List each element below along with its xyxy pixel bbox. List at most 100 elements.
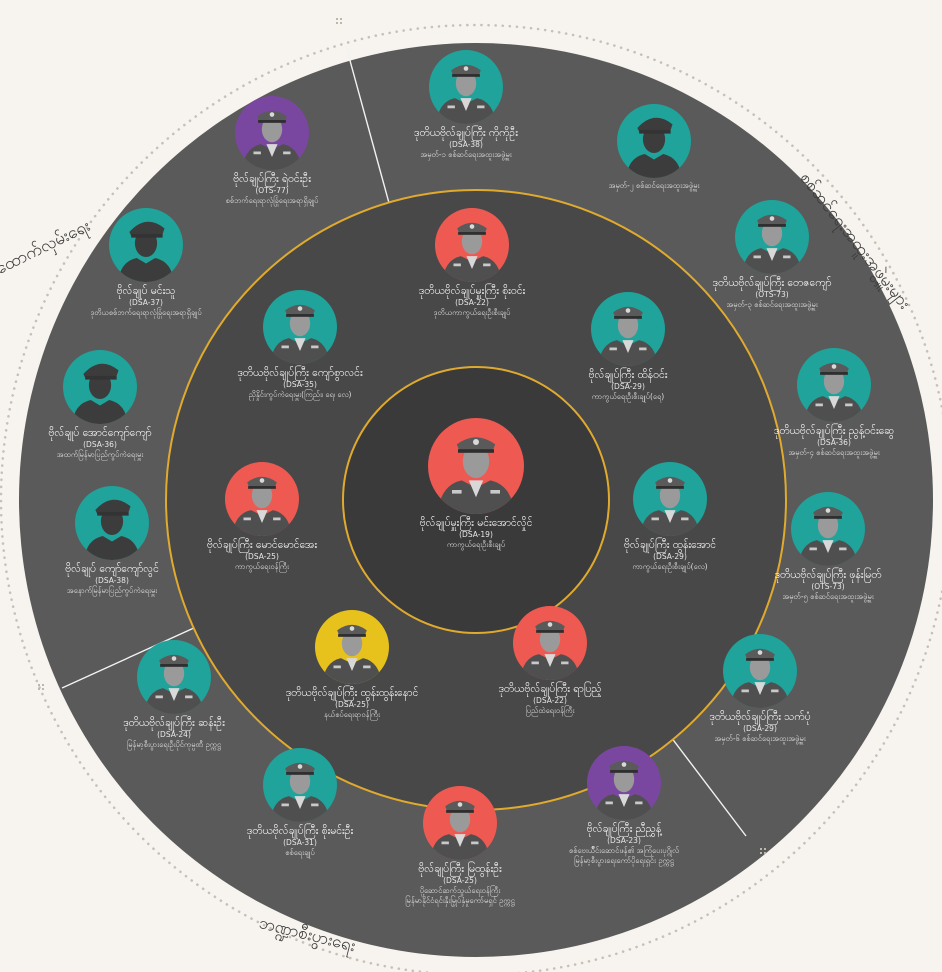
portrait-photo (791, 492, 865, 566)
officer-card: ဗိုလ်ချုပ်ကြီး ညီညွှန့်(DSA-23)စစ်ဗေးယ်ိ… (524, 746, 724, 866)
officer-card: ဒုတိယဗိုလ်ချုပ်မှူးကြီး စိုးဝင်း(DSA-22)… (372, 208, 572, 318)
officer-card: အမှတ်-၂ စစ်ဆင်ရေးအထူးအဖွဲ့မှူး (554, 104, 754, 191)
officer-name: ဗိုလ်ချုပ် အောင်ကျော်ကျော် (48, 427, 152, 439)
officer-batch: (DSA-23) (607, 836, 641, 845)
officer-role: ကာကွယ်ရေးဦးစီးချုပ် (446, 540, 506, 549)
officer-card: ဒုတိယဗိုလ်ချုပ်ကြီး ဖုန်းမြတ်(OTS-73)အမှ… (728, 492, 928, 602)
officer-name: ဒုတိယဗိုလ်ချုပ်မှူးကြီး စိုးဝင်း (418, 285, 526, 297)
officer-role: ဒုတိယစစ်ဘက်ရေးရာလုံခြုံရေးအရာရှိချုပ် (90, 308, 202, 317)
officer-role: စစ်ဗေးယ်ိဳင်းဆောင်ဖန်၏ အကြံပေးပုဂ္ဂိုလ် (569, 846, 679, 855)
officer-card: ဗိုလ်ချုပ်ကြီး ထိန်ဝင်း(DSA-29)ကာကွယ်ရေး… (528, 292, 728, 402)
divider-top (345, 45, 390, 204)
officer-name: ဒုတိယဗိုလ်ချုပ်ကြီး ကိုကိုဦး (414, 127, 518, 139)
officer-card: ဗိုလ်ချုပ်ကြီး ရဲဝင်းဦး(OTS-77)စစ်ဘက်ရေး… (172, 96, 372, 206)
officer-card: ဗိုလ်ချုပ်ကြီး ထွန်းအောင်(DSA-29)ကာကွယ်ရ… (570, 462, 770, 572)
officer-card: ဒုတိယဗိုလ်ချုပ်ကြီး စိုးမင်းဦး(DSA-31)စစ… (200, 748, 400, 858)
officer-name: ဒုတိယဗိုလ်ချုပ်ကြီး ဖုန်းမြတ် (774, 569, 882, 581)
portrait-photo (235, 96, 309, 170)
officer-card: ဗိုလ်ချုပ်ကြီး မောင်မောင်အေး(DSA-25)ကာကွ… (162, 462, 362, 572)
portrait-photo (735, 200, 809, 274)
portrait-photo (591, 292, 665, 366)
officer-batch: (DSA-19) (459, 530, 493, 539)
officer-role: ပို့ဆောင်ဆက်သွယ်ရေးဝန်ကြီး (419, 886, 501, 895)
portrait-photo (429, 50, 503, 124)
officer-name: ဗိုလ်ချုပ်ကြီး ညီညွှန့် (586, 823, 662, 835)
officer-card: ဗိုလ်ချုပ် မင်းသူ(DSA-37)ဒုတိယစစ်ဘက်ရေးရ… (46, 208, 246, 318)
officer-batch: (DSA-29) (653, 552, 687, 561)
portrait-photo (797, 348, 871, 422)
officer-card: ဒုတိယဗိုလ်ချုပ်ကြီး ညွန့်ဝင်းဆွေ(DSA-36)… (734, 348, 934, 458)
officer-card: ဗိုလ်ချုပ်ကြီး မြထွန်းဦး(DSA-25)ပို့ဆောင… (360, 786, 560, 906)
officer-role: ကာကွယ်ရေးဝန်ကြီး (235, 562, 289, 571)
portrait-photo (513, 606, 587, 680)
silhouette-icon (109, 208, 183, 282)
divider-bottom-left (61, 621, 208, 689)
officer-name: ဒုတိယဗိုလ်ချုပ်ကြီး ဆန်းဦး (123, 717, 225, 729)
portrait-photo (633, 462, 707, 536)
portrait-photo (263, 748, 337, 822)
officer-card: ဒုတိယဗိုလ်ချုပ်ကြီး ရာပြည့်(DSA-22)ပြည်ထ… (450, 606, 650, 716)
officer-name: ဗိုလ်ချုပ်ကြီး မောင်မောင်အေး (206, 539, 318, 551)
officer-role: ဒုတိယကာကွယ်ရေးဦးစီးချုပ် (433, 308, 511, 317)
officer-batch: (OTS-73) (811, 582, 845, 591)
silhouette-icon (75, 486, 149, 560)
officer-card: ဗိုလ်ချုပ် ကျော်ကျော်လွင်(DSA-38)အနောက်မ… (12, 486, 212, 596)
officer-card: ဒုတိယဗိုလ်ချုပ်ကြီး ဆန်းဦး(DSA-24)မြန်မာ… (74, 640, 274, 750)
officer-batch: (DSA-31) (283, 838, 317, 847)
officer-batch: (DSA-22) (455, 298, 489, 307)
commander-card: ဗိုလ်ချုပ်မှူးကြီး မင်းအောင်လှိုင်(DSA-1… (376, 418, 576, 550)
officer-name: ဗိုလ်ချုပ်မှူးကြီး မင်းအောင်လှိုင် (419, 517, 533, 529)
officer-name: ဗိုလ်ချုပ် မင်းသူ (116, 285, 176, 297)
officer-batch: (DSA-29) (743, 724, 777, 733)
officer-name: ဒုတိယဗိုလ်ချုပ်ကြီး သက်ပုံ (709, 711, 811, 723)
officer-name: ဒုတိယဗိုလ်ချုပ်ကြီး ညွန့်ဝင်းဆွေ (773, 425, 895, 437)
portrait-photo (423, 786, 497, 860)
officer-name: ဒုတိယဗိုလ်ချုပ်ကြီး ကျော်စွာလင်း (237, 367, 363, 379)
dotted-outer-ring (0, 23, 942, 972)
officer-card: ဗိုလ်ချုပ် အောင်ကျော်ကျော်(DSA-36)အထက်မြ… (0, 350, 200, 460)
officer-batch: (DSA-22) (533, 696, 567, 705)
silhouette-icon (617, 104, 691, 178)
portrait-photo (428, 418, 524, 514)
officer-batch: (DSA-25) (245, 552, 279, 561)
officer-batch: (DSA-38) (95, 576, 129, 585)
officer-batch: (OTS-77) (255, 186, 289, 195)
officer-batch: (DSA-29) (611, 382, 645, 391)
portrait-photo (225, 462, 299, 536)
officer-role: အမှတ်-၁ စစ်ဆင်ရေးအထူးအဖွဲ့မှူး (420, 150, 512, 159)
officer-role: နယ်စပ်ရေးရာဝန်ကြီး (324, 710, 380, 719)
officer-batch: (DSA-38) (449, 140, 483, 149)
officer-role: ညှိနှိုင်းကွပ်ကဲရေးမှူး(ကြည်း၊ ရေ၊ လေ) (248, 390, 352, 399)
silhouette-icon (63, 350, 137, 424)
officer-batch: (DSA-36) (83, 440, 117, 449)
officer-role: စစ်ဘက်ရေးရာလုံခြုံရေးအရာရှိချုပ် (225, 196, 319, 205)
officer-name: ဒုတိယဗိုလ်ချုပ်ကြီး ရာပြည့် (498, 683, 602, 695)
officer-name: ဗိုလ်ချုပ်ကြီး မြထွန်းဦး (418, 863, 502, 875)
officer-name: ဗိုလ်ချုပ် ကျော်ကျော်လွင် (65, 563, 159, 575)
officer-role: အနောက်မြန်မာပြည်ကွပ်ကဲရေးမှူး (66, 586, 158, 595)
officer-role: အမှတ်-၅ စစ်ဆင်ရေးအထူးအဖွဲ့မှူး (782, 592, 874, 601)
officer-role: အမှတ်-၂ စစ်ဆင်ရေးအထူးအဖွဲ့မှူး (608, 181, 700, 190)
officer-name: ဗိုလ်ချုပ်ကြီး ရဲဝင်းဦး (233, 173, 311, 185)
officer-role: ကာကွယ်ရေးဦးစီးချုပ်(လေ) (632, 562, 708, 571)
officer-name: ဒုတိယဗိုလ်ချုပ်ကြီး တေဇကျော် (712, 277, 832, 289)
officer-name: ဒုတိယဗိုလ်ချုပ်ကြီး စိုးမင်းဦး (246, 825, 354, 837)
officer-card: ဒုတိယဗိုလ်ချုပ်ကြီး ထွန်းထွန်းနောင်(DSA-… (252, 610, 452, 720)
portrait-photo (435, 208, 509, 282)
portrait-photo (315, 610, 389, 684)
officer-role: အမှတ်-၃ စစ်ဆင်ရေးအထူးအဖွဲ့မှူး (726, 300, 818, 309)
officer-role: အထက်မြန်မာပြည်ကွပ်ကဲရေးမှူး (56, 450, 144, 459)
officer-batch: (DSA-25) (335, 700, 369, 709)
officer-batch: (DSA-24) (157, 730, 191, 739)
officer-card: ဒုတိယဗိုလ်ချုပ်ကြီး ကိုကိုဦး(DSA-38)အမှတ… (366, 50, 566, 160)
officer-batch: (DSA-37) (129, 298, 163, 307)
officer-role: ပြည်ထဲရေးဝန်ကြီး (525, 706, 575, 715)
corner-marks (38, 18, 766, 854)
officer-card: ဒုတိယဗိုလ်ချုပ်ကြီး တေဇကျော်(OTS-73)အမှတ… (672, 200, 872, 310)
officer-batch: (DSA-25) (443, 876, 477, 885)
officer-role: အမှတ်-၄ စစ်ဆင်ရေးအထူးအဖွဲ့မှူး (788, 448, 880, 457)
officer-role: စစ်ရေးချုပ် (285, 848, 315, 857)
officer-card: ဒုတိယဗိုလ်ချုပ်ကြီး သက်ပုံ(DSA-29)အမှတ်-… (660, 634, 860, 744)
portrait-photo (723, 634, 797, 708)
officer-batch: (DSA-35) (283, 380, 317, 389)
